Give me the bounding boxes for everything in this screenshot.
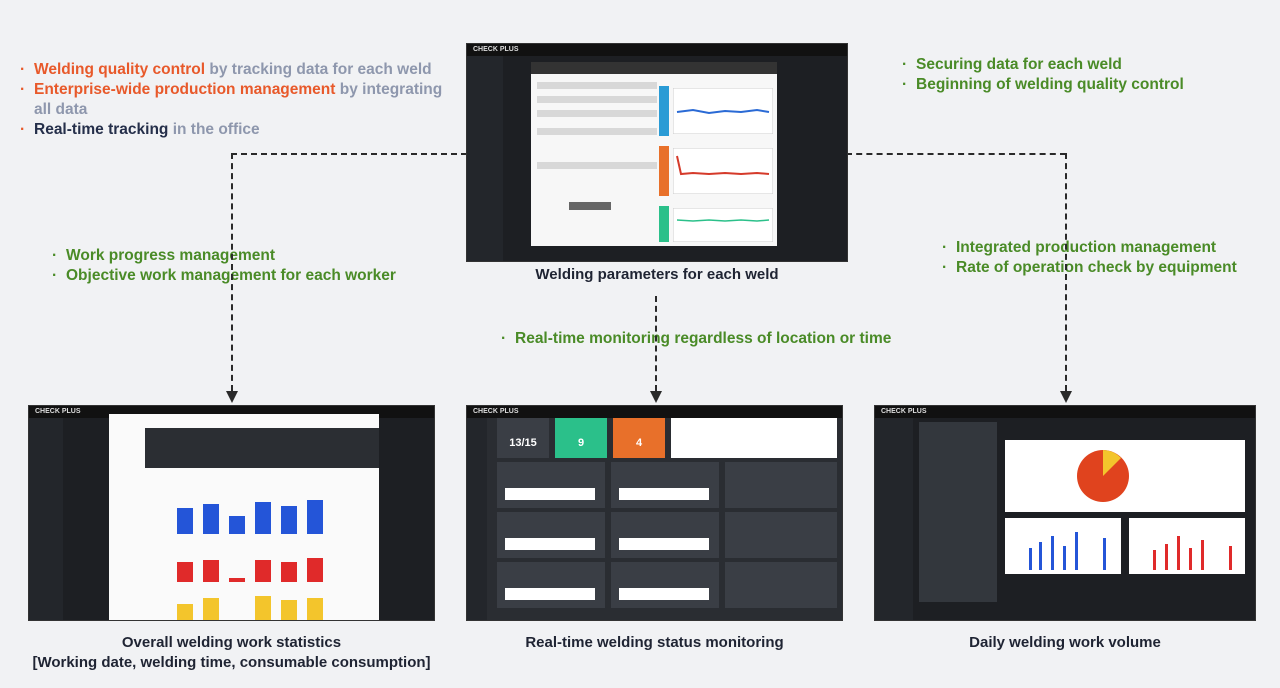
feature-item: Objective work management for each worke… — [52, 266, 452, 286]
stopped-count: 4 — [635, 437, 643, 449]
app-brand: CHECK PLUS — [473, 408, 519, 415]
feature-item: Beginning of welding quality control — [902, 75, 1262, 95]
arrow-down-icon — [1060, 391, 1072, 403]
app-sidebar — [875, 418, 913, 620]
connector-left-horizontal — [231, 153, 467, 155]
app-brand: CHECK PLUS — [473, 46, 519, 53]
feature-item: Rate of operation check by equipment — [942, 258, 1262, 278]
screenshot-status-monitoring: CHECK PLUS 13/15 9 4 — [467, 406, 842, 620]
caption-work-statistics-1: Overall welding work statistics — [121, 634, 342, 651]
pie-panel — [1005, 440, 1245, 512]
app-topbar: CHECK PLUS — [467, 406, 842, 418]
running-tile: 9 — [555, 418, 607, 458]
mid-left-features: Work progress management Objective work … — [52, 246, 452, 286]
screenshot-daily-volume: CHECK PLUS — [875, 406, 1255, 620]
volume-chart-right — [1129, 518, 1245, 574]
connector-center-vertical — [655, 296, 657, 391]
connector-right-vertical — [1065, 153, 1067, 391]
arrow-down-icon — [226, 391, 238, 403]
top-right-features: Securing data for each weld Beginning of… — [902, 55, 1262, 95]
top-left-features: Welding quality control by tracking data… — [20, 60, 460, 140]
operation-pie — [1077, 450, 1129, 502]
app-sidebar — [467, 418, 487, 620]
connector-left-vertical — [231, 153, 233, 391]
app-topbar: CHECK PLUS — [467, 44, 847, 56]
statistics-dialog — [109, 414, 379, 620]
feature-item: Securing data for each weld — [902, 55, 1262, 75]
connector-right-horizontal — [846, 153, 1066, 155]
trend-panel — [671, 418, 837, 458]
mid-right-features: Integrated production management Rate of… — [942, 238, 1262, 278]
app-brand: CHECK PLUS — [881, 408, 927, 415]
voltage-graph — [673, 88, 773, 134]
consumable-bars — [177, 596, 323, 620]
arrow-down-icon — [650, 391, 662, 403]
feature-item: Real-time tracking in the office — [20, 120, 460, 140]
screenshot-work-statistics: CHECK PLUS — [29, 406, 434, 620]
weld-time-bars — [177, 558, 323, 582]
app-brand: CHECK PLUS — [35, 408, 81, 415]
parameter-dialog — [531, 62, 777, 246]
feature-item: Real-time monitoring regardless of locat… — [501, 329, 921, 349]
feature-item: Integrated production management — [942, 238, 1262, 258]
weld-date-bars — [177, 500, 323, 534]
screenshot-welding-parameters: CHECK PLUS — [467, 44, 847, 261]
app-sidebar — [467, 56, 503, 261]
wire-graph — [673, 208, 773, 242]
stopped-tile: 4 — [613, 418, 665, 458]
caption-daily-volume: Daily welding work volume — [969, 634, 1161, 651]
mid-center-features: Real-time monitoring regardless of locat… — [501, 329, 921, 349]
feature-item: Enterprise-wide production management by… — [20, 80, 460, 120]
running-count: 9 — [577, 437, 585, 449]
feature-item: Work progress management — [52, 246, 452, 266]
machines-tile: 13/15 — [497, 418, 549, 458]
volume-chart-left — [1005, 518, 1121, 574]
caption-work-statistics-2: [Working date, welding time, consumable … — [32, 654, 431, 671]
caption-status-monitoring: Real-time welding status monitoring — [525, 634, 784, 651]
equipment-list — [919, 422, 997, 602]
machines-count: 13/15 — [509, 437, 537, 449]
feature-item: Welding quality control by tracking data… — [20, 60, 460, 80]
caption-welding-parameters: Welding parameters for each weld — [535, 266, 779, 283]
current-graph — [673, 148, 773, 194]
app-topbar: CHECK PLUS — [875, 406, 1255, 418]
app-sidebar — [29, 418, 63, 620]
